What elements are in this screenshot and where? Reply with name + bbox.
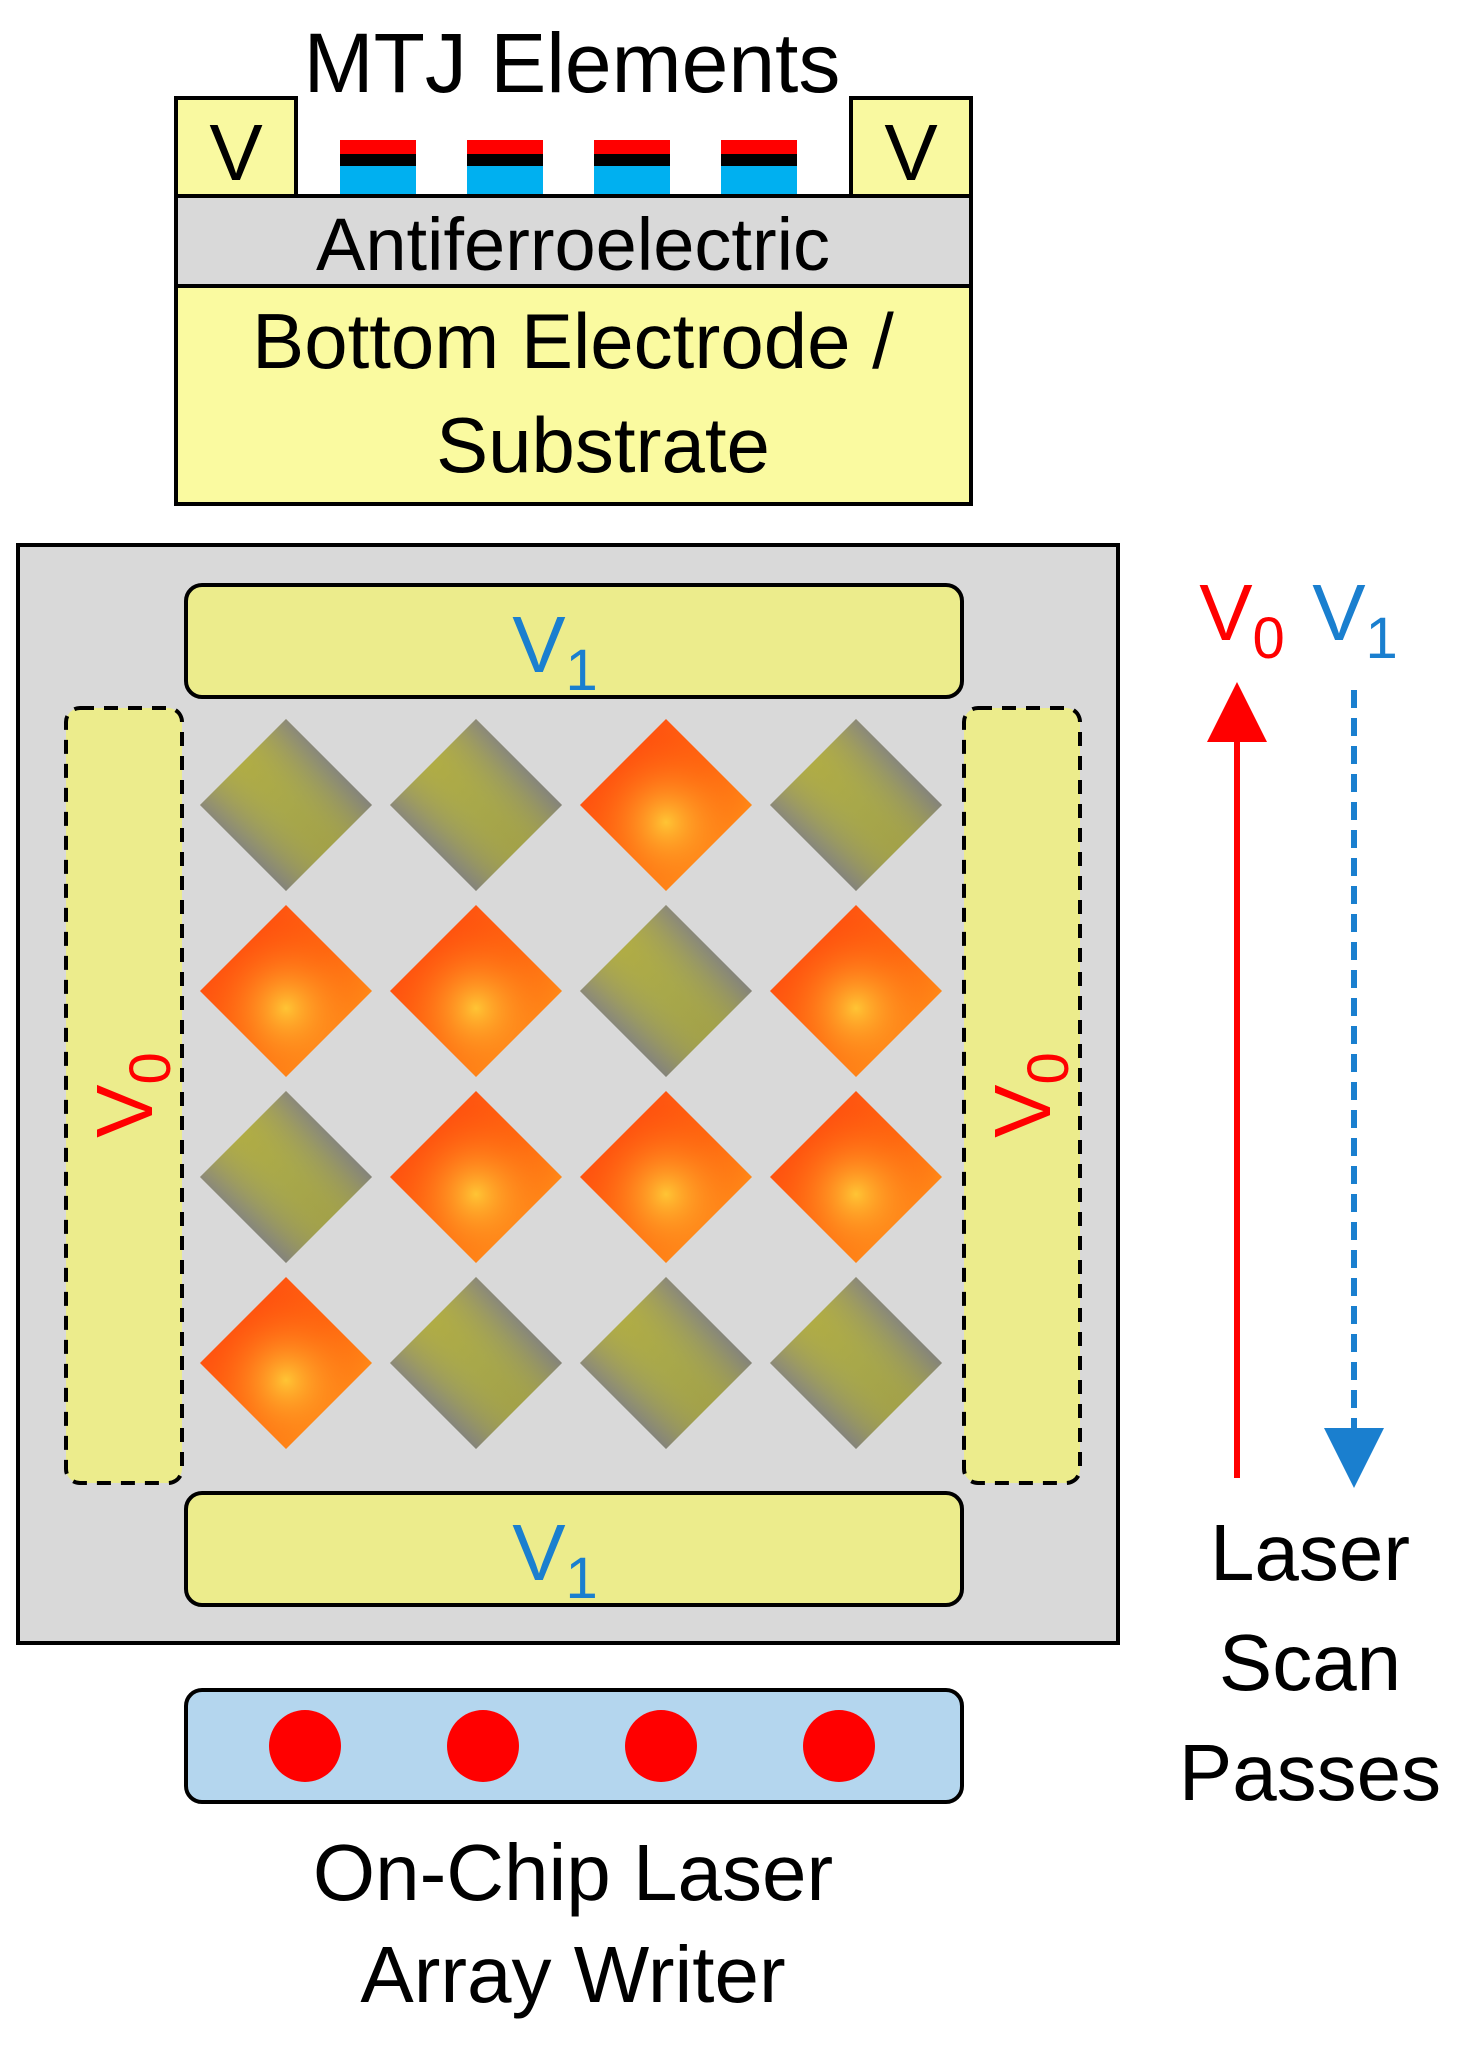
mtj-cell-blue [390, 1277, 562, 1449]
scan-caption-line1: Laser [1210, 1508, 1410, 1597]
mtj-cell-blue [770, 1277, 942, 1449]
laser-spots [269, 1710, 875, 1782]
mtj-cell-red [580, 719, 752, 891]
mtj-stack [340, 140, 416, 196]
mtj-cell-blue [200, 719, 372, 891]
laser-array-bar [184, 1688, 964, 1804]
laser-writer: On-Chip Laser Array Writer [184, 1688, 964, 2019]
laser-writer-caption-line2: Array Writer [360, 1930, 785, 2019]
contact-pad-left-label: V [209, 108, 263, 197]
mtj-cell-blue [390, 719, 562, 891]
mtj-stack-row [340, 140, 797, 196]
mtj-cell-red [390, 905, 562, 1077]
substrate-layer [174, 284, 973, 506]
mtj-cell-red [390, 1091, 562, 1263]
mtj-elements-title: MTJ Elements [304, 16, 841, 110]
contact-pad-right-label: V [884, 108, 938, 197]
laser-spot [803, 1710, 875, 1782]
mtj-stack [467, 140, 543, 196]
mtj-cell-red [580, 1091, 752, 1263]
electrode-right-label: V0 [978, 1052, 1081, 1138]
electrode-right [962, 706, 1082, 1485]
contact-pad-left [174, 96, 298, 198]
mtj-grid [200, 719, 942, 1449]
scan-caption-line3: Passes [1179, 1728, 1441, 1817]
mtj-cell-red [770, 1091, 942, 1263]
electrode-top [184, 583, 964, 699]
scan-caption-line2: Scan [1219, 1618, 1401, 1707]
laser-writer-caption-line1: On-Chip Laser [313, 1828, 833, 1917]
mtj-cell-red [200, 905, 372, 1077]
mtj-stack [721, 140, 797, 196]
mtj-stack [594, 140, 670, 196]
mtj-cell-red [770, 905, 942, 1077]
device-panel [16, 543, 1120, 1645]
electrode-left [64, 706, 184, 1485]
antiferroelectric-label: Antiferroelectric [316, 203, 830, 286]
top-view-panel: V1 V1 V0 V0 [16, 543, 1120, 1645]
electrode-bottom-label: V1 [512, 1508, 598, 1611]
mtj-cell-blue [200, 1091, 372, 1263]
substrate-label-line2: Substrate [436, 401, 770, 489]
mtj-cell-blue [770, 719, 942, 891]
laser-spot [447, 1710, 519, 1782]
cross-section: MTJ Elements V V [174, 16, 973, 506]
electrode-left-label: V0 [80, 1052, 183, 1138]
scan-v1-label: V1 [1312, 568, 1398, 671]
mtj-cell-red [200, 1277, 372, 1449]
laser-spot [269, 1710, 341, 1782]
mtj-cell-blue [580, 905, 752, 1077]
electrode-top-label: V1 [512, 600, 598, 703]
mtj-cell-blue [580, 1277, 752, 1449]
scan-v0-label: V0 [1199, 568, 1285, 671]
scan-legend: V0 V1 Laser Scan Passes [1179, 568, 1441, 1817]
electrode-bottom [184, 1491, 964, 1607]
substrate-label-line1: Bottom Electrode / [252, 297, 894, 385]
laser-spot [625, 1710, 697, 1782]
